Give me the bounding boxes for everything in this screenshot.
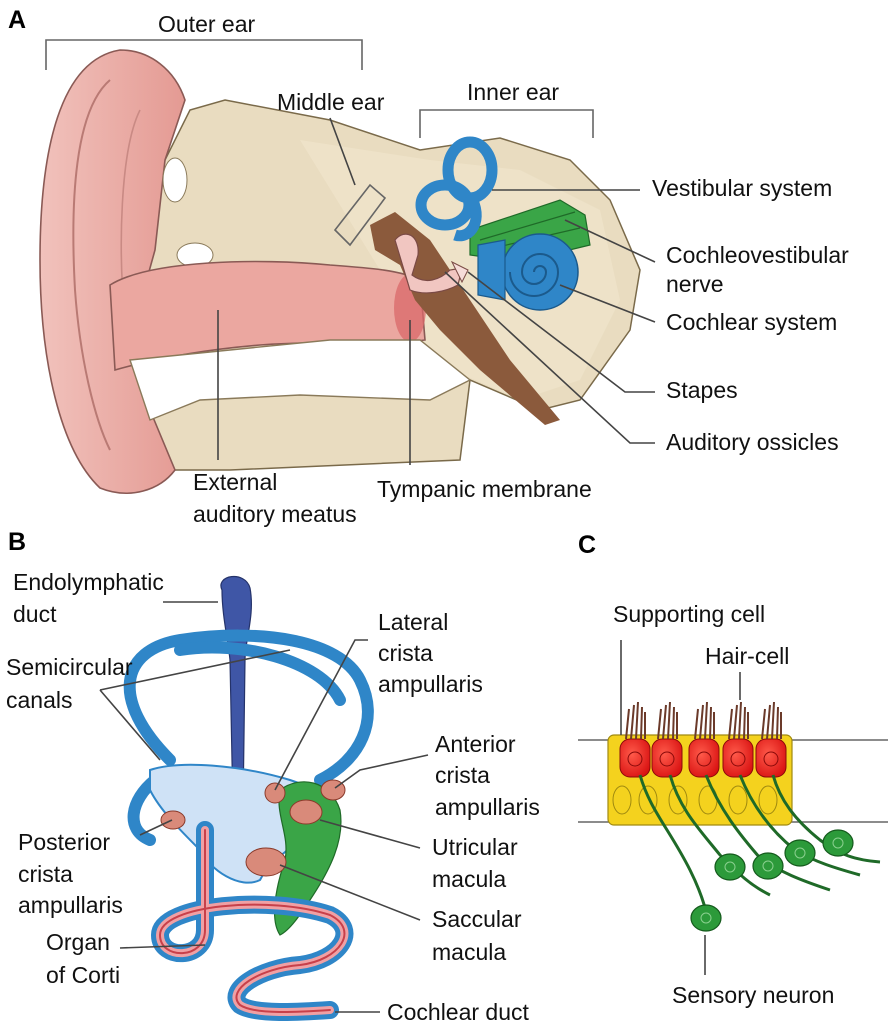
panel-c: C: [578, 531, 888, 1008]
inner-ear-bracket: [420, 110, 593, 138]
label-anterior-line1: Anterior: [435, 731, 516, 757]
label-semicircular-line1: Semicircular: [6, 654, 133, 680]
label-anterior-line2: crista: [435, 762, 490, 788]
saccular-macula-shape: [246, 848, 286, 876]
label-middle-ear: Middle ear: [277, 89, 385, 115]
label-supporting-cell: Supporting cell: [613, 601, 765, 627]
label-tympanic-membrane: Tympanic membrane: [377, 476, 592, 502]
label-semicircular-line2: canals: [6, 687, 72, 713]
label-inner-ear: Inner ear: [467, 79, 559, 105]
label-sensory-neuron: Sensory neuron: [672, 982, 834, 1008]
panel-b: B Endolym: [6, 528, 540, 1025]
panel-b-letter: B: [8, 528, 26, 556]
cartilage-gap-1: [163, 158, 187, 202]
label-organ-line2: of Corti: [46, 962, 120, 988]
label-utricular-line1: Utricular: [432, 834, 518, 860]
label-stapes: Stapes: [666, 377, 738, 403]
label-external-meatus-line2: auditory meatus: [193, 501, 357, 527]
lateral-crista-shape: [265, 783, 285, 803]
label-hair-cell: Hair-cell: [705, 643, 789, 669]
label-cochlear-system: Cochlear system: [666, 309, 837, 335]
panel-a-letter: A: [8, 6, 26, 34]
neuron-bodies: [691, 830, 853, 931]
label-utricular-line2: macula: [432, 866, 506, 892]
label-outer-ear: Outer ear: [158, 11, 255, 37]
label-endolymphatic-line2: duct: [13, 601, 57, 627]
panel-c-letter: C: [578, 531, 596, 559]
label-cochleovestibular-line1: Cochleovestibular: [666, 242, 849, 268]
label-external-meatus-line1: External: [193, 469, 277, 495]
label-cochleovestibular-line2: nerve: [666, 271, 724, 297]
label-vestibular-system: Vestibular system: [652, 175, 832, 201]
label-posterior-line1: Posterior: [18, 829, 110, 855]
label-saccular-line2: macula: [432, 939, 506, 965]
label-endolymphatic-line1: Endolymphatic: [13, 569, 164, 595]
panel-a: A: [8, 6, 849, 527]
label-lateral-line1: Lateral: [378, 609, 448, 635]
posterior-crista-shape: [161, 811, 185, 829]
label-auditory-ossicles: Auditory ossicles: [666, 429, 839, 455]
label-posterior-line3: ampullaris: [18, 892, 123, 918]
label-lateral-line2: crista: [378, 640, 433, 666]
utricular-macula-shape: [290, 800, 322, 824]
label-organ-line1: Organ: [46, 929, 110, 955]
label-posterior-line2: crista: [18, 861, 73, 887]
label-lateral-line3: ampullaris: [378, 671, 483, 697]
label-cochlear-duct: Cochlear duct: [387, 999, 530, 1025]
label-saccular-line1: Saccular: [432, 906, 522, 932]
neuron-nuclei: [701, 838, 843, 923]
label-anterior-line3: ampullaris: [435, 794, 540, 820]
